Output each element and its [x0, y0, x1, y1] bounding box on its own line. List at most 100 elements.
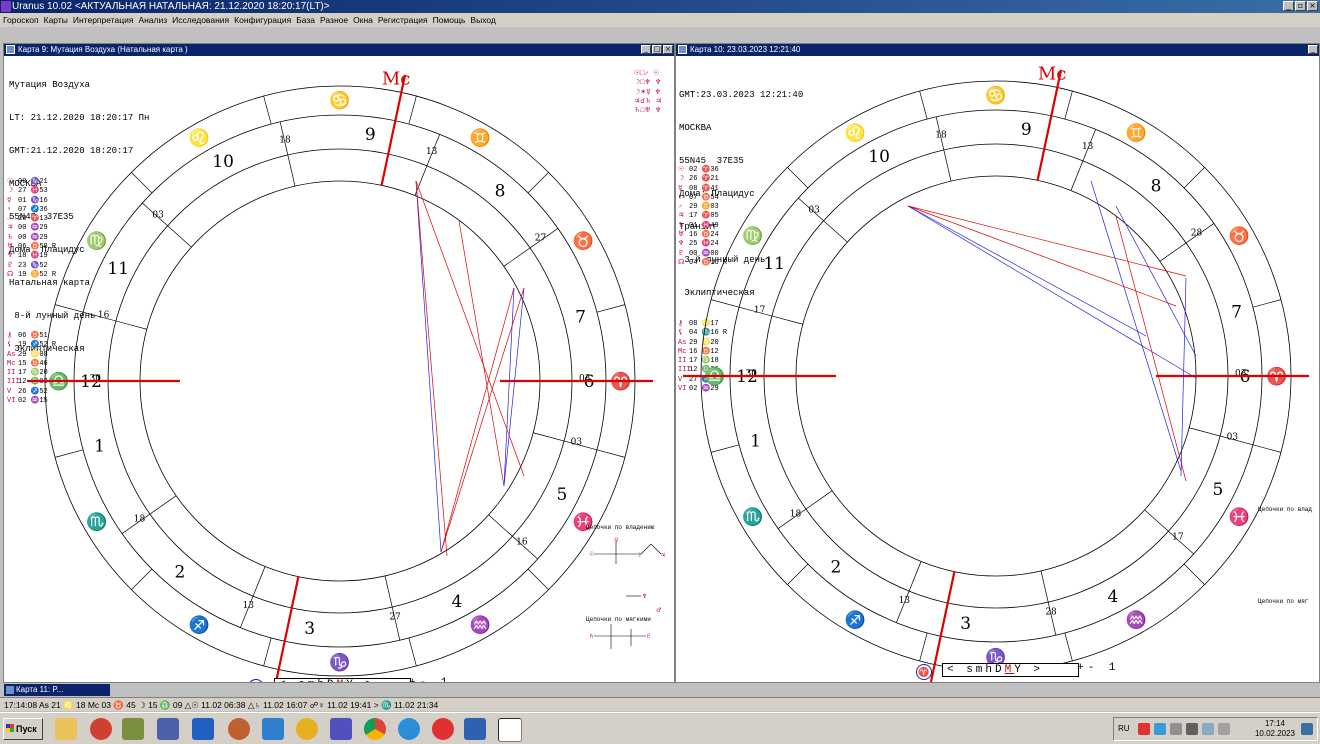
planet-position-row: ☿01 ♑16 [7, 197, 56, 206]
chart9-close-button[interactable]: × [663, 45, 673, 54]
word-icon[interactable] [464, 718, 486, 740]
start-button[interactable]: Пуск [3, 718, 43, 740]
house-cusp-degree: 28 [1045, 607, 1057, 617]
planet-position-row: ☊19 ♊52 R [7, 271, 56, 280]
chart10-wheel[interactable]: ♈♉♊♋♌♍♎♏♐♑♒♓3011821332841750360372881391… [676, 56, 1320, 683]
restore-button[interactable]: ▫ [1295, 1, 1306, 11]
zodiac-divider [131, 172, 153, 194]
time-step-navigator[interactable]: < smhDMY > [942, 663, 1079, 677]
menu-registration[interactable]: Регистрация [377, 15, 428, 25]
chart-window-9-titlebar[interactable]: Карта 9: Мутация Воздуха (Натальная карт… [4, 44, 674, 56]
chains-ownership-title: Цепочки по влад [1258, 506, 1313, 513]
uranus-taskbar-icon[interactable] [498, 718, 522, 742]
menu-configuration[interactable]: Конфигурация [234, 15, 292, 25]
step-plus-minus[interactable]: +- 1 [409, 677, 452, 683]
house-cusp-line [1159, 223, 1215, 262]
chart-area-9[interactable]: Мутация Воздуха LT: 21.12.2020 18:20:17 … [4, 56, 675, 683]
house-number: 7 [575, 308, 586, 328]
chart10-minimize-button[interactable]: _ [1308, 45, 1318, 54]
chart-window-10[interactable]: Карта 10: 23.03.2023 12:21:40 _ GMT:23.0… [675, 43, 1320, 683]
bowtie-app-icon[interactable] [330, 718, 352, 740]
chart-window-9[interactable]: Карта 9: Мутация Воздуха (Натальная карт… [3, 43, 675, 683]
chain-node: ♃ [660, 552, 665, 559]
step-plus-minus[interactable]: +- 1 [1077, 662, 1120, 674]
aspect-line [907, 205, 1187, 277]
house-cusp-degree: 18 [279, 136, 291, 146]
chart-window-10-titlebar[interactable]: Карта 10: 23.03.2023 12:21:40 _ [676, 44, 1319, 56]
house-cusp-degree: 16 [516, 538, 528, 548]
zodiac-sign-glyph: ♌ [845, 123, 866, 144]
planet-position-row: ♄01 ♓49 [678, 222, 727, 231]
house-number: 5 [556, 485, 567, 505]
language-indicator[interactable]: RU [1118, 724, 1130, 733]
minimize-button[interactable]: _ [1283, 1, 1294, 11]
info-line: Эклиптическая [9, 344, 85, 354]
minimized-chart-window-11[interactable]: Карта 11: P... [4, 684, 110, 696]
planet-position: 27 ♓53 [18, 187, 48, 196]
media-icon[interactable] [192, 718, 214, 740]
paint-icon[interactable] [122, 718, 144, 740]
house-cusp-line [533, 432, 598, 451]
menu-horoscope[interactable]: Гороскоп [3, 15, 39, 25]
planet-position: 00 ♑21 [18, 178, 48, 186]
firefox-icon[interactable] [228, 718, 250, 740]
planet-glyph: ♀ [678, 193, 683, 202]
zodiac-sign-glyph: ♐ [189, 614, 210, 635]
toolbar-strip [0, 27, 1320, 43]
usb-tray-icon[interactable] [1170, 723, 1182, 735]
house-cusp-line [279, 121, 296, 187]
calendar-icon[interactable] [157, 718, 179, 740]
planet-position-row: ⚷06 ♉51 [7, 332, 56, 341]
menu-database[interactable]: База [296, 15, 316, 25]
menu-help[interactable]: Помощь [432, 15, 466, 25]
close-button[interactable]: × [1307, 1, 1318, 11]
menu-analysis[interactable]: Анализ [138, 15, 168, 25]
house-cusp-line [1040, 570, 1057, 636]
planet-position: 00 ♒29 [18, 233, 48, 242]
show-desktop-icon[interactable] [1301, 723, 1313, 735]
planet-glyph: ♇ [7, 261, 14, 270]
menu-charts[interactable]: Карты [43, 15, 68, 25]
monitor-icon[interactable] [262, 718, 284, 740]
info-line: GMT:23.03.2023 12:21:40 [679, 90, 804, 100]
yandex-browser-icon[interactable] [432, 718, 454, 740]
system-clock[interactable]: 17:14 10.02.2023 [1254, 719, 1295, 738]
chrome-icon[interactable] [364, 718, 386, 740]
chart9-minimize-button[interactable]: _ [641, 45, 651, 54]
planet-glyph: ⚷ [7, 332, 13, 340]
chart9-wheel[interactable]: ♈♉♊♋♌♍♎♏♐♑♒♓3011821332741650360372781391… [4, 56, 675, 683]
zodiac-divider [408, 637, 417, 667]
recorder-icon[interactable] [296, 718, 318, 740]
planet-glyph: ♃ [678, 212, 685, 221]
planet-position-row: III12 ♎36 [678, 366, 727, 375]
house-cusp-degree: 18 [790, 509, 802, 519]
chart-area-10[interactable]: GMT:23.03.2023 12:21:40 МОСКВА 55N45 37E… [676, 56, 1320, 683]
yandex-tray-icon[interactable] [1138, 723, 1150, 735]
network-tray-icon[interactable] [1154, 723, 1166, 735]
zodiac-divider [710, 444, 740, 453]
aspect-line [907, 205, 1177, 307]
house-number: 3 [960, 614, 971, 634]
menu-research[interactable]: Исследования [172, 15, 230, 25]
info-line: Натальная карта [9, 278, 91, 288]
display-tray-icon[interactable] [1202, 723, 1214, 735]
aries-nav-icon[interactable]: ♈ [916, 664, 932, 680]
house-cusp-degree: 30 [90, 374, 102, 384]
internet-explorer-icon[interactable] [398, 718, 420, 740]
menu-exit[interactable]: Выход [470, 15, 496, 25]
file-manager-icon[interactable] [55, 718, 77, 740]
aspect-row: ☽✶☿ ♆ [634, 88, 661, 97]
app-launcher-icon[interactable] [90, 718, 112, 740]
menu-windows[interactable]: Окна [353, 15, 373, 25]
power-tray-icon[interactable] [1218, 723, 1230, 735]
volume-tray-icon[interactable] [1186, 723, 1198, 735]
planet-position: 26 ♐52 [18, 387, 48, 396]
menu-misc[interactable]: Разное [320, 15, 349, 25]
planet-position-row: ♇00 ♒00 [678, 250, 727, 259]
menu-interpretation[interactable]: Интерпретация [72, 15, 134, 25]
house-number: 1 [750, 431, 761, 451]
time-step-navigator[interactable]: < smhDMY > [274, 678, 411, 682]
chart9-maximize-button[interactable]: □ [652, 45, 662, 54]
